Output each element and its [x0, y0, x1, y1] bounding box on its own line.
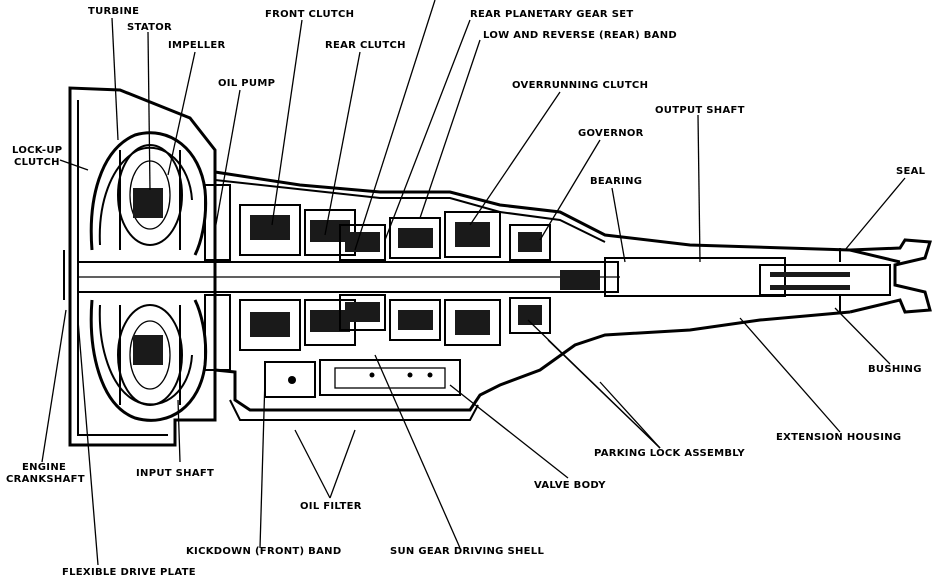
leader-lines — [41, 0, 906, 566]
label-rear-planetary: REAR PLANETARY GEAR SET — [470, 9, 634, 20]
main-shaft — [77, 257, 891, 297]
label-input-shaft: INPUT SHAFT — [136, 468, 215, 479]
torque-converter-housing — [63, 86, 217, 447]
label-parking-lock: PARKING LOCK ASSEMBLY — [594, 448, 745, 459]
label-oil-filter: OIL FILTER — [300, 501, 362, 512]
label-kickdown-band: KICKDOWN (FRONT) BAND — [186, 546, 342, 557]
label-rear-clutch: REAR CLUTCH — [325, 40, 406, 51]
label-engine-2: CRANKSHAFT — [6, 474, 85, 485]
label-sun-gear-shell: SUN GEAR DRIVING SHELL — [390, 546, 545, 557]
label-low-reverse-band: LOW AND REVERSE (REAR) BAND — [483, 30, 677, 41]
label-output-shaft: OUTPUT SHAFT — [655, 105, 745, 116]
valve-body — [264, 359, 461, 398]
label-seal: SEAL — [896, 166, 926, 177]
label-extension-housing: EXTENSION HOUSING — [776, 432, 902, 443]
label-front-clutch: FRONT CLUTCH — [265, 9, 355, 20]
label-engine-1: ENGINE — [22, 462, 67, 473]
transmission-case — [214, 170, 901, 421]
label-lockup-1: LOCK-UP — [12, 145, 63, 156]
label-stator: STATOR — [127, 22, 173, 33]
label-bushing: BUSHING — [868, 364, 922, 375]
output-yoke — [839, 238, 932, 314]
label-overrunning-clutch: OVERRUNNING CLUTCH — [512, 80, 649, 91]
label-impeller: IMPELLER — [168, 40, 226, 51]
torque-converter — [89, 131, 208, 422]
label-valve-body: VALVE BODY — [534, 480, 606, 491]
label-oil-pump: OIL PUMP — [218, 78, 276, 89]
clutch-and-gear-packs — [204, 184, 551, 371]
label-governor: GOVERNOR — [578, 128, 644, 139]
label-flex-plate: FLEXIBLE DRIVE PLATE — [62, 567, 196, 578]
label-lockup-2: CLUTCH — [14, 157, 60, 168]
label-bearing: BEARING — [590, 176, 643, 187]
label-turbine: TURBINE — [88, 6, 140, 17]
